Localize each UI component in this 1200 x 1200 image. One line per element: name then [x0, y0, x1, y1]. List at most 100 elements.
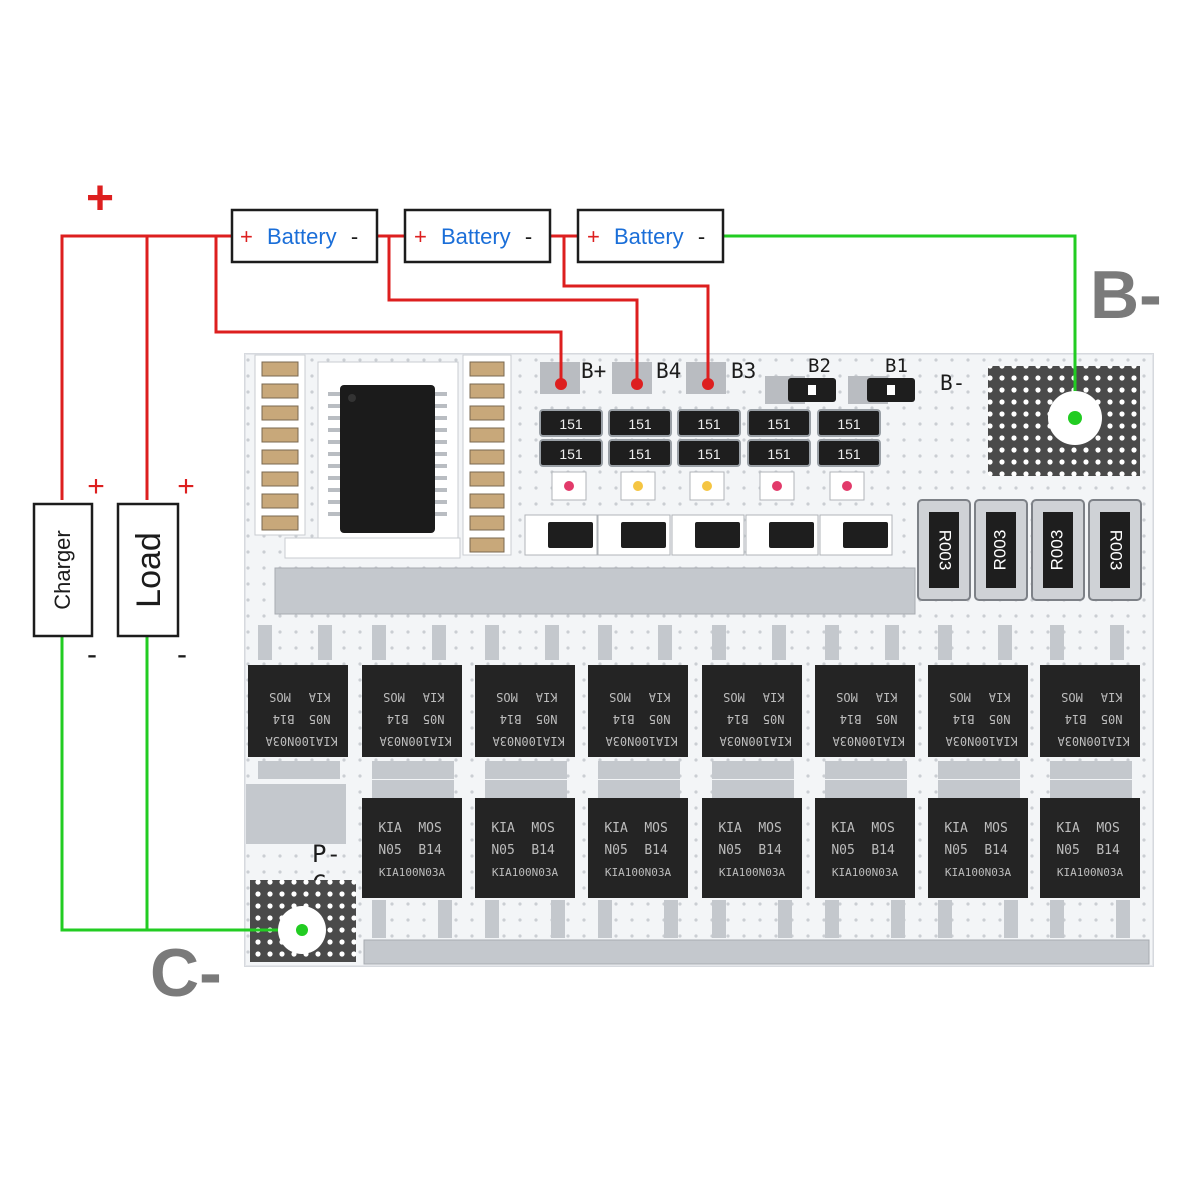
smd-component — [261, 493, 299, 509]
mosfet-marking: KIA — [1056, 821, 1080, 836]
battery-plus: + — [240, 224, 253, 249]
smd-component — [261, 405, 299, 421]
smd-resistor — [677, 439, 741, 467]
mosfet-marking: B14 — [1065, 712, 1087, 726]
sense-wire-b3 — [562, 236, 710, 384]
resistor-code: 151 — [628, 446, 652, 462]
svg-text:KIA MOS N05: KIA MOS N05 B14 KIA100N03A — [491, 821, 562, 879]
balance-transistors — [524, 514, 893, 556]
mosfet-top — [475, 665, 575, 757]
pad-label-pminus: P- — [312, 840, 341, 868]
led — [620, 471, 656, 501]
led — [829, 471, 865, 501]
svg-text:KIA MOS N05: KIA MOS N05 B14 KIA100N03A — [1056, 821, 1127, 879]
mosfet-marking: KIA — [944, 821, 968, 836]
smd-resistor — [677, 409, 741, 437]
pad-label-b4: B4 — [656, 359, 681, 383]
svg-text:KIA MOS N05: KIA MOS N05 B14 KIA100N03A — [944, 821, 1015, 879]
battery-plus: + — [414, 224, 427, 249]
svg-text:+ Battery -: + Battery - — [240, 224, 358, 249]
bminus-terminal-dot — [1068, 411, 1082, 425]
battery-minus: - — [351, 224, 358, 249]
mosfet-marking: B14 — [840, 712, 862, 726]
shunt-code: R003 — [1047, 530, 1066, 571]
mosfet-marking: B14 — [273, 712, 295, 726]
svg-text:KIA100N03A N05: KIA100N03A N05 B14 KIA MOS — [258, 690, 337, 748]
pad-label-bplus: B+ — [581, 359, 606, 383]
mosfet-marking: N05 — [378, 843, 401, 858]
copper-bus-strip — [274, 567, 916, 615]
charger-label: Charger — [50, 530, 75, 609]
mosfet-marking: KIA — [875, 690, 897, 704]
mosfet-bottom — [1040, 798, 1140, 898]
mosfet-marking: N05 — [1056, 843, 1079, 858]
mosfet-marking: KIA — [648, 690, 670, 704]
mosfet-marking: KIA — [604, 821, 628, 836]
svg-text:KIA MOS N05: KIA MOS N05 B14 KIA100N03A — [378, 821, 449, 879]
mosfet-marking: MOS — [1061, 690, 1083, 704]
mosfet-marking: KIA100N03A — [605, 734, 678, 748]
pad-label-b2: B2 — [808, 355, 831, 377]
smd-resistor — [817, 439, 881, 467]
smd-component — [261, 515, 299, 531]
ic-pin1-dot — [348, 394, 356, 402]
mosfet-top — [362, 665, 462, 757]
smd-component — [261, 449, 299, 465]
svg-text:+ Battery -: + Battery - — [587, 224, 705, 249]
cminus-big-label: C- — [150, 935, 222, 1011]
mosfet-marking: KIA — [378, 821, 402, 836]
main-plus-label: + — [86, 172, 114, 225]
svg-text:KIA100N03A N05: KIA100N03A N05 B14 KIA MOS — [825, 690, 904, 748]
mosfet-marking: B14 — [984, 843, 1008, 858]
mosfet-marking: B14 — [387, 712, 409, 726]
sense-dots — [555, 378, 714, 390]
load: Load + - — [116, 470, 195, 671]
mosfet-marking: N05 — [491, 843, 514, 858]
svg-text:KIA100N03A N05: KIA100N03A N05 B14 KIA MOS — [598, 690, 677, 748]
resistor-code: 151 — [837, 416, 861, 432]
mosfet-marking: KIA100N03A — [719, 866, 786, 879]
load-plus: + — [177, 470, 195, 503]
mosfet-marking: KIA100N03A — [832, 734, 905, 748]
svg-text:KIA100N03A N05: KIA100N03A N05 B14 KIA MOS — [1050, 690, 1129, 748]
mosfet-marking: KIA100N03A — [379, 866, 446, 879]
mosfet-marking: MOS — [418, 821, 441, 836]
sot23-transistor — [695, 522, 740, 548]
svg-text:KIA100N03A N05: KIA100N03A N05 B14 KIA MOS — [372, 690, 451, 748]
mosfet-marking: KIA100N03A — [265, 734, 338, 748]
mosfet-marking: KIA100N03A — [945, 866, 1012, 879]
charger: Charger + - — [32, 470, 105, 671]
smd-resistor — [817, 409, 881, 437]
svg-text:KIA MOS N05: KIA MOS N05 B14 KIA100N03A — [831, 821, 902, 879]
mosfet-marking: MOS — [531, 821, 554, 836]
smd-component — [261, 383, 299, 399]
mosfet-marking: N05 — [604, 843, 627, 858]
svg-text:KIA MOS N05: KIA MOS N05 B14 KIA100N03A — [718, 821, 789, 879]
mosfet-marking: KIA — [535, 690, 557, 704]
mosfet-marking: B14 — [1096, 843, 1120, 858]
mosfet-bottom — [702, 798, 802, 898]
mosfet-top — [928, 665, 1028, 757]
mosfet-marking: KIA — [718, 821, 742, 836]
mosfet-marking: N05 — [423, 712, 445, 726]
resistor-code: 151 — [767, 446, 791, 462]
mosfet-marking: KIA — [308, 690, 330, 704]
svg-text:+ Battery -: + Battery - — [414, 224, 532, 249]
shunt-code: R003 — [1107, 530, 1126, 571]
battery-box — [403, 208, 552, 264]
mosfet-marking: N05 — [876, 712, 898, 726]
mosfet-marking: KIA100N03A — [492, 866, 559, 879]
sense-point — [631, 378, 643, 390]
resistor-code: 151 — [697, 416, 721, 432]
mosfet-marking: KIA — [988, 690, 1010, 704]
mosfet-top-row: KIA100N03A N05 B14 KIA MOS KIA100N03A N0… — [248, 625, 1140, 779]
load-label: Load — [130, 532, 168, 608]
charger-plus: + — [87, 470, 105, 503]
bottom-bus-strip — [363, 939, 1150, 965]
resistor-code: 151 — [559, 416, 583, 432]
battery-plus: + — [587, 224, 600, 249]
battery-box — [230, 208, 379, 264]
mosfet-top — [248, 665, 348, 757]
mosfet-marking: N05 — [989, 712, 1011, 726]
